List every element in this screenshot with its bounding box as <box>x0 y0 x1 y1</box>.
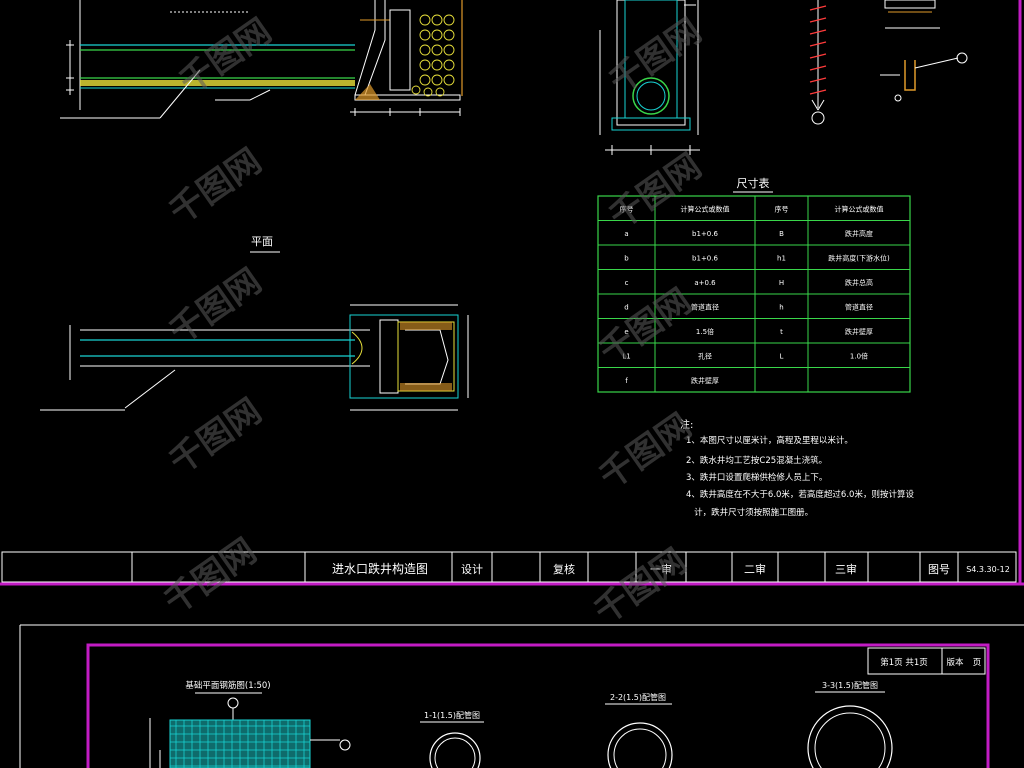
check2-label: 二审 <box>744 562 766 576</box>
section-label-2: 2-2(1.5)配管图 <box>610 692 666 702</box>
notes-title: 注: <box>680 418 693 431</box>
plan-view: 平面 <box>40 235 469 411</box>
pipe-sections: 1-1(1.5)配管图 2-2(1.5)配管图 3-3(1.5)配管图 <box>420 680 893 768</box>
table-header-cell: 序号 <box>775 204 789 213</box>
sheet2-frame: 第1页 共1页 版本 页 <box>19 624 1024 768</box>
table-cell: b <box>624 254 629 262</box>
review-label: 复核 <box>553 562 575 576</box>
page-info: 第1页 共1页 <box>880 657 928 668</box>
table-cell: 1.5倍 <box>696 327 714 336</box>
watermark-10: 千图网 <box>587 541 693 632</box>
table-cell: b1+0.6 <box>692 230 718 238</box>
table-cell: b1+0.6 <box>692 254 718 262</box>
ladder-detail <box>809 0 968 125</box>
watermark-6: 千图网 <box>592 281 698 372</box>
table-header-cell: 计算公式或数值 <box>835 204 884 213</box>
longitudinal-section <box>60 0 463 119</box>
section-label-3: 3-3(1.5)配管图 <box>822 680 878 690</box>
table-cell: a <box>624 230 628 238</box>
table-cell: 管道直径 <box>845 302 873 311</box>
note-1: 1、本图尺寸以厘米计，高程及里程以米计。 <box>686 435 853 446</box>
dimension-table: 尺寸表 序号 计算公式或数值 序号 计算公式或数值 a b1+0.6 B 跌井高度 b b1+0.… <box>597 176 911 393</box>
table-cell: 管道直径 <box>691 302 719 311</box>
rebar-plan: 基础平面钢筋图(1:50) <box>149 680 351 768</box>
table-cell: h1 <box>777 254 786 262</box>
sheet1-frame <box>0 0 1024 586</box>
watermark-3: 千图网 <box>162 141 268 232</box>
note-4: 4、跌井高度在不大于6.0米，若高度超过6.0米，则按计算设 <box>686 489 914 500</box>
sheet-label: 版本 <box>946 657 964 668</box>
watermark-2: 千图网 <box>602 11 708 102</box>
design-label: 设计 <box>461 563 483 576</box>
watermark-1: 千图网 <box>172 11 278 102</box>
table-cell: 跌井总高 <box>845 278 873 287</box>
table-grid <box>597 195 911 393</box>
note-2: 2、跌水井均工艺按C25混凝土浇筑。 <box>686 455 827 466</box>
check1-label: 一审 <box>650 562 672 576</box>
table-cell: B <box>779 230 784 238</box>
watermark-8: 千图网 <box>592 406 698 497</box>
table-header-cell: 计算公式或数值 <box>681 204 730 213</box>
table-cell: e <box>624 328 628 336</box>
watermark-9: 千图网 <box>157 531 263 622</box>
table-title: 尺寸表 <box>737 176 770 190</box>
table-cell: L <box>780 352 784 360</box>
note-3: 3、跌井口设置爬梯供检修人员上下。 <box>686 472 827 483</box>
title-block: 进水口跌井构造图 设计 复核 一审 二审 三审 图号 S4.3.30-12 <box>131 552 1010 582</box>
table-cell: 跌井壁厚 <box>691 376 719 385</box>
drawing-no: S4.3.30-12 <box>966 565 1010 574</box>
well-elevation <box>599 0 700 155</box>
sheet-value: 页 <box>973 658 982 668</box>
rebar-plan-label: 基础平面钢筋图(1:50) <box>185 680 270 691</box>
note-5: 计，跌井尺寸须按照施工图册。 <box>686 507 813 518</box>
notes: 注: 1、本图尺寸以厘米计，高程及里程以米计。 2、跌水井均工艺按C25混凝土浇… <box>680 418 914 518</box>
table-header-cell: 序号 <box>620 204 634 213</box>
table-text: 序号 计算公式或数值 序号 计算公式或数值 a b1+0.6 B 跌井高度 b b1+0.6 h1 跌… <box>620 204 890 385</box>
watermark-5: 千图网 <box>162 261 268 352</box>
drawing-title: 进水口跌井构造图 <box>332 561 428 576</box>
table-cell: t <box>780 328 783 336</box>
section-label-1: 1-1(1.5)配管图 <box>424 710 480 720</box>
table-cell: 跌井壁厚 <box>845 327 873 336</box>
table-cell: 1.0倍 <box>850 351 868 360</box>
plan-label: 平面 <box>251 235 273 248</box>
table-cell: a+0.6 <box>694 279 716 287</box>
table-cell: c <box>625 279 629 287</box>
table-cell: 跌井高度(下游水位) <box>828 253 890 262</box>
table-cell: h <box>779 303 783 311</box>
table-cell: d <box>624 303 628 311</box>
table-cell: 孔径 <box>698 351 712 360</box>
table-cell: L1 <box>622 352 630 360</box>
table-cell: f <box>625 377 628 385</box>
table-cell: 跌井高度 <box>845 229 873 238</box>
table-cell: H <box>779 279 784 287</box>
watermark-7: 千图网 <box>162 391 268 482</box>
drawing-no-label: 图号 <box>928 563 950 576</box>
check3-label: 三审 <box>835 562 857 576</box>
